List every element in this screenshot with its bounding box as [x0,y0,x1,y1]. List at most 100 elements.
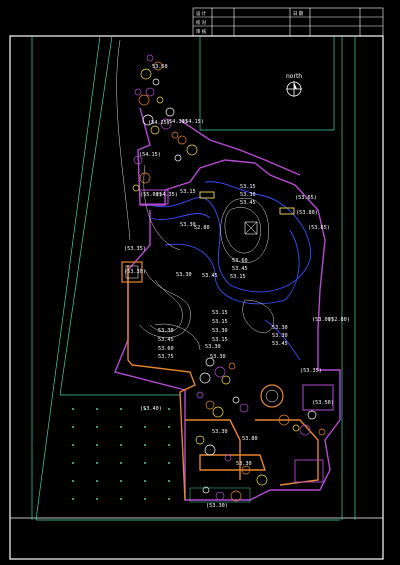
elevation-label: 53.30 [272,333,288,339]
elevation-label: (53.35) [124,246,146,252]
elevation-label: 53.45 [202,273,218,279]
plaza-grid-dot [120,462,122,464]
elevation-label: (54.30) [166,119,188,125]
plaza-grid-dot [96,480,98,482]
elevation-label: 53.60 [232,258,248,264]
tree-symbol [196,391,204,399]
tree-symbol [256,474,268,486]
tree-symbol [174,154,182,162]
elevation-label: 52.80 [194,225,210,231]
tree-symbol [186,144,198,156]
elevation-label: 53.15 [230,274,246,280]
white-contours [116,39,275,351]
plaza-grid-dot [120,408,122,410]
plaza-grid-dot [120,498,122,500]
north-label: north [286,73,302,80]
elevation-labels: 53.60(54.25)(54.30)(54.15)(54.15)(55.00)… [124,64,350,509]
tree-symbol [145,87,155,97]
tree-symbol [165,107,175,117]
tree-symbol [199,372,211,384]
tree-symbol [204,444,216,456]
elevation-label: (53.00) [312,317,334,323]
elevation-label: 53.30 [180,222,196,228]
plaza-grid-dot [144,426,146,428]
title-cell-review: 审 核 [196,28,207,35]
plaza-grid-dot [168,408,170,410]
tree-symbol [318,428,326,436]
elevation-label: 53.80 [242,436,258,442]
plaza-grid [72,408,170,500]
site-walls [114,107,341,501]
elevation-label: (54.15) [182,119,204,125]
tree-symbol [278,414,290,426]
tree-symbol [146,54,154,62]
tree-symbol [228,362,236,370]
plaza-grid-dot [120,480,122,482]
plaza-grid-dot [144,480,146,482]
elevation-label: (53.40) [140,406,162,412]
tree-symbol [152,78,160,86]
north-arrow [286,81,302,97]
plaza-grid-dot [96,426,98,428]
title-block [192,7,384,37]
tree-symbol [224,454,232,462]
elevation-label: 53.60 [158,346,174,352]
plaza-grid-dot [144,462,146,464]
tree-symbol [140,68,152,80]
elevation-label: 53.75 [158,354,174,360]
elevation-label: (53.80) [296,210,318,216]
tree-symbol [299,424,311,436]
elevation-label: 53.30 [158,328,174,334]
plaza-grid-dot [72,408,74,410]
tree-symbol [171,131,179,139]
elevation-label: 53.45 [158,337,174,343]
elevation-label: 53.15 [180,189,196,195]
tree-symbol [138,94,150,106]
elevation-label: (53.30) [206,503,228,509]
elevation-label: (53.65) [308,225,330,231]
tree-symbol [214,366,226,378]
plaza-grid-dot [168,444,170,446]
plaza-grid-dot [96,408,98,410]
elevation-label: 53.30 [210,354,226,360]
tree-symbol [160,118,172,130]
plaza-grid-dot [120,426,122,428]
tree-symbol [139,172,151,184]
contour-lines [149,181,312,361]
tree-symbol [202,486,210,494]
structures [121,189,334,503]
plaza-grid-dot [72,462,74,464]
plaza-grid-dot [96,444,98,446]
plaza-grid-dot [168,462,170,464]
plaza-grid-dot [72,498,74,500]
tree-symbol [134,88,142,96]
plaza-grid-dot [72,480,74,482]
tree-symbol [133,155,143,165]
elevation-label: (53.35) [300,368,322,374]
tree-symbol [221,375,231,385]
elevation-label: 53.60 [152,64,168,70]
plaza-grid-dot [96,462,98,464]
tree-symbol [230,490,242,502]
elevation-label: 53.45 [232,266,248,272]
tree-symbol [232,396,240,404]
tree-symbol [239,403,249,413]
elevation-label: (54.15) [139,152,161,158]
elevation-label: 53.30 [176,272,192,278]
tree-symbol [153,61,163,71]
elevation-label: (54.35) [156,192,178,198]
elevation-label: (53.30) [124,269,146,275]
elevation-label: 53.15 [212,337,228,343]
tree-symbol [142,114,154,126]
boundary-lines [31,35,356,521]
plaza-grid-dot [120,444,122,446]
elevation-label: (54.25) [148,120,170,126]
elevation-label: 53.45 [240,200,256,206]
tree-symbol [195,435,205,445]
plaza-grid-dot [168,498,170,500]
tree-symbol [156,96,164,104]
elevation-label: 53.30 [212,429,228,435]
plaza-grid-dot [96,498,98,500]
plaza-grid-dot [144,498,146,500]
